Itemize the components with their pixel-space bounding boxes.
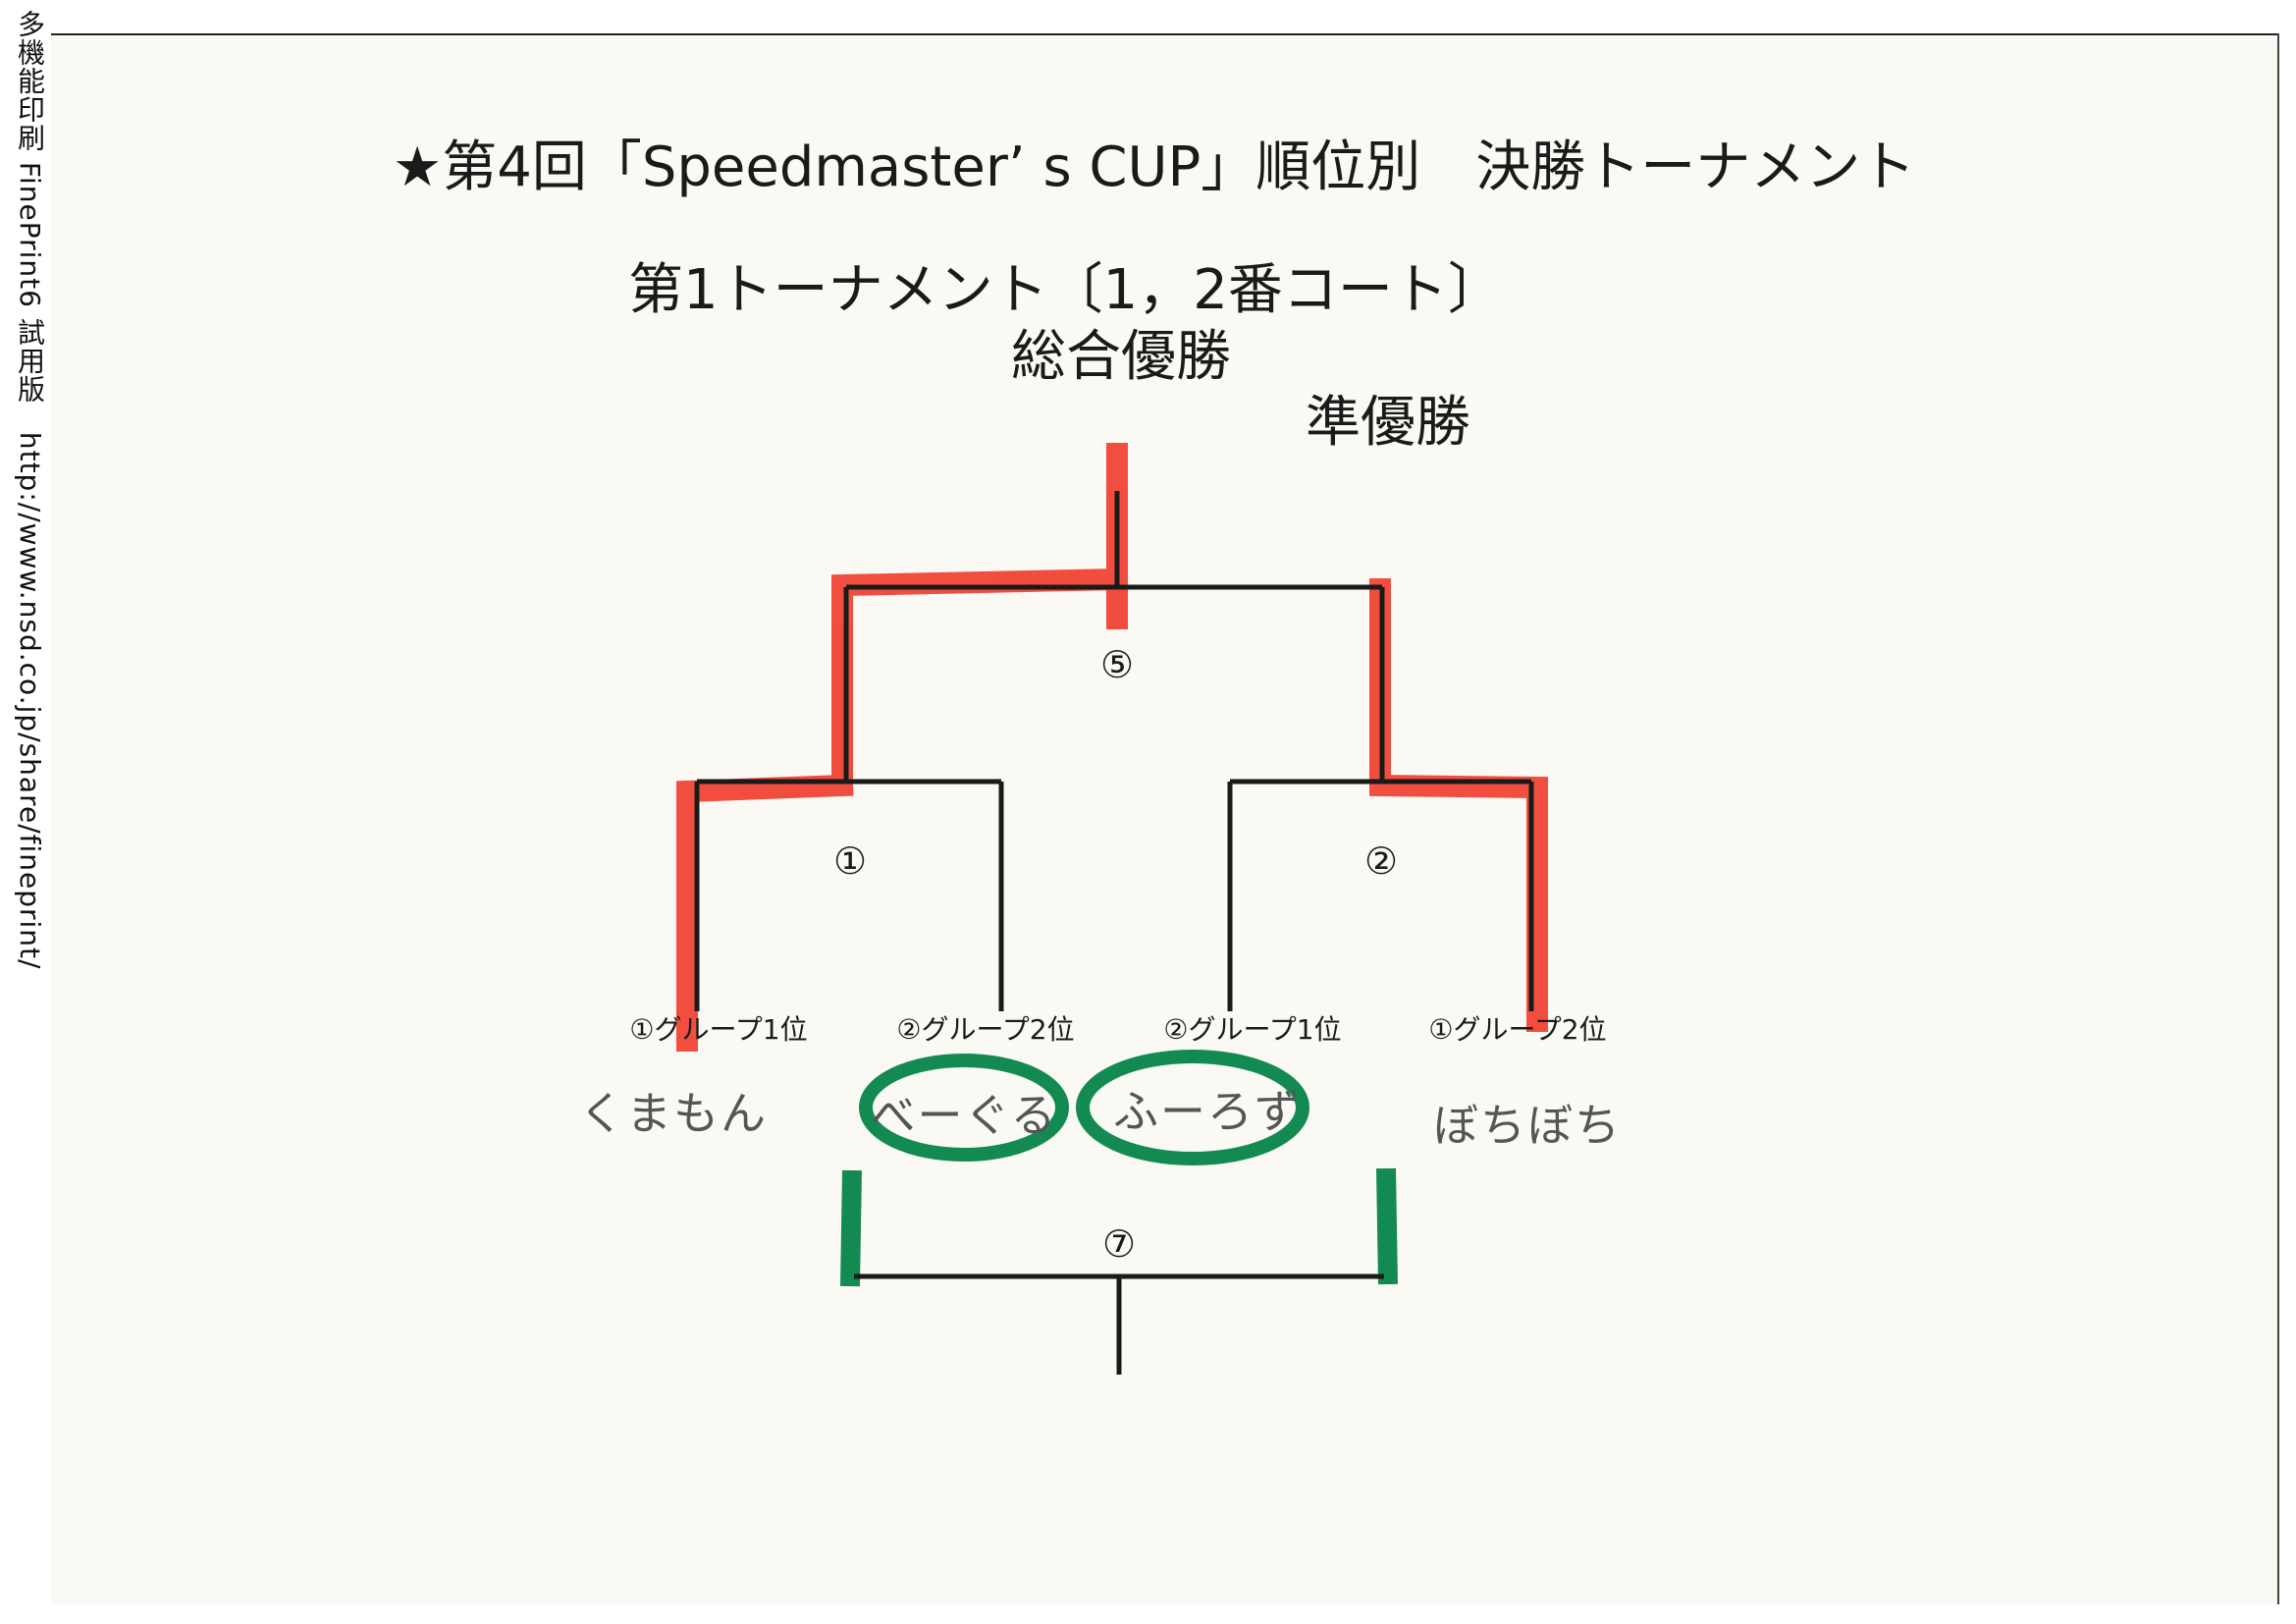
slot-label-3: ②グループ1位 — [1163, 1013, 1342, 1046]
slot-label-2: ②グループ2位 — [896, 1013, 1075, 1046]
bracket-lines — [694, 491, 1534, 1375]
team-circle-markers — [859, 1050, 1309, 1165]
team-name-1: くまもん — [579, 1087, 768, 1140]
team-name-3: ふーろず — [1113, 1085, 1302, 1138]
match-7-number: ⑦ — [1101, 1222, 1137, 1266]
slot-label-1: ①グループ1位 — [629, 1013, 808, 1046]
team-name-4: ぼちぼち — [1433, 1099, 1622, 1152]
match-5-number: ⑤ — [1099, 643, 1135, 686]
match-2-number: ② — [1363, 839, 1399, 883]
page-title: ★第4回「Speedmaster’ s CUP」順位別 決勝トーナメント — [393, 135, 1916, 199]
slot-label-4: ①グループ2位 — [1428, 1013, 1607, 1046]
winner-path-marker — [676, 443, 1548, 1052]
right-border-line — [2277, 33, 2279, 1604]
third-place-marker — [840, 1167, 1398, 1287]
champion-label: 総合優勝 — [1011, 325, 1231, 389]
runner-up-label: 準優勝 — [1306, 391, 1470, 455]
top-border-line — [51, 33, 2279, 35]
scanned-sheet — [51, 33, 2279, 1604]
tournament-subtitle: 第1トーナメント〔1，2番コート〕 — [628, 258, 1503, 322]
team-name-2: べーぐる — [870, 1089, 1058, 1142]
match-1-number: ① — [832, 839, 868, 883]
print-watermark: 多機能印刷 FinePrint6 試用版 http://www.nsd.co.j… — [14, 10, 46, 970]
